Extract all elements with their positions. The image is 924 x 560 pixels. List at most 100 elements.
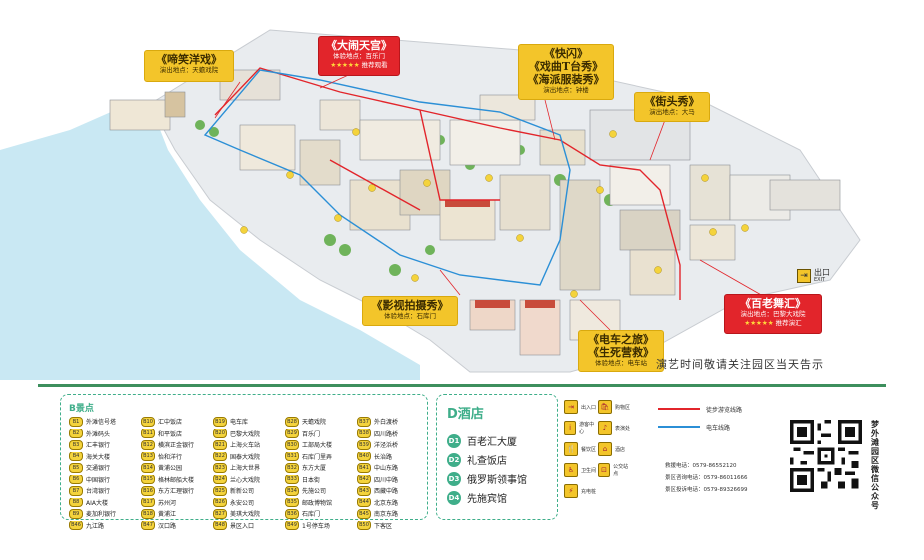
facility-item: ⚡充电桩: [564, 484, 596, 498]
facility-label: 购物区: [615, 404, 631, 411]
hotel-name: 俄罗斯领事馆: [467, 475, 527, 486]
spot-code-badge: B41: [357, 463, 371, 473]
facility-item: ⊡公交站点: [598, 463, 630, 477]
qr-code[interactable]: [790, 420, 862, 492]
toilet-icon: ♿: [564, 463, 578, 477]
facility-label: 表演处: [615, 425, 631, 432]
route-item: 电车线路: [658, 418, 768, 436]
charge-icon: ⚡: [564, 484, 578, 498]
callout-dianche-line2: 《生死营救》: [588, 346, 654, 359]
spot-code-badge: B45: [357, 509, 371, 519]
spot-code-badge: B15: [141, 474, 155, 484]
callout-bailao[interactable]: 《百老舞汇》 演出地点：巴黎大戏院 ★★★★★ 推荐演汇: [724, 294, 822, 334]
callout-yingshi[interactable]: 《影视拍摄秀》 体验地点：石库门: [362, 296, 458, 326]
spot-name: 兰心大戏院: [230, 476, 261, 484]
hotel-code-badge: D4: [447, 490, 461, 505]
spot-code-badge: B16: [141, 486, 155, 496]
callout-jietou[interactable]: 《街头秀》 演出地点：大马: [634, 92, 710, 122]
spot-code-badge: B14: [141, 463, 155, 473]
callout-bailao-tag: 推荐演汇: [775, 319, 802, 327]
spot-name: 日本街: [302, 476, 321, 484]
spot-code-badge: B9: [69, 509, 83, 519]
callout-dagugong[interactable]: 《大闹天宫》 体验地点：百乐门 ★★★★★ 推荐观看: [318, 36, 400, 76]
spot-name: 邮政博物馆: [302, 499, 333, 507]
facility-label: 出入口: [581, 404, 597, 411]
spot-code-badge: B40: [357, 451, 371, 461]
callout-kuaishan[interactable]: 《快闪》 《戏曲T台秀》 《海派服装秀》 演出地点：钟楼: [518, 44, 614, 100]
callout-dianche[interactable]: 《电车之旅》 《生死营救》 体验地点：电车站: [578, 330, 664, 372]
spot-name: 四川中路: [374, 476, 399, 484]
facility-item: ⌂酒店: [598, 442, 630, 456]
spot-code-badge: B28: [285, 417, 299, 427]
facility-item: ♿卫生间: [564, 463, 596, 477]
spot-name: 怡和洋行: [158, 453, 183, 461]
spot-code-badge: B37: [357, 417, 371, 427]
spot-name: 中山东路: [374, 465, 399, 473]
spot-code-badge: B10: [141, 417, 155, 427]
hotel-code-badge: D2: [447, 452, 461, 467]
spot-name: 北京东路: [374, 499, 399, 507]
walking-route: [214, 67, 681, 300]
facility-item: [632, 442, 664, 456]
exit-marker[interactable]: ⇥ 出口 EXIT: [797, 268, 830, 283]
callout-dianche-line1: 《电车之旅》: [588, 333, 654, 346]
spot-name: 东方大厦: [302, 465, 327, 473]
callout-yangxi[interactable]: 《啼笑洋戏》 演出地点：天蟾戏院: [144, 50, 234, 82]
